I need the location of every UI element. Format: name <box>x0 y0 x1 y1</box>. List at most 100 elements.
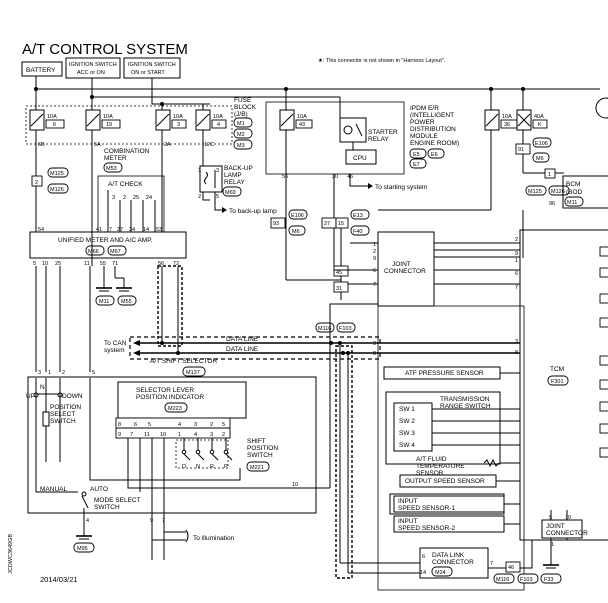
svg-text:3: 3 <box>177 122 180 128</box>
svg-text:5: 5 <box>222 422 225 428</box>
svg-text:9: 9 <box>515 251 518 257</box>
data-line-label-1: DATA LINE <box>226 336 259 343</box>
unified-meter-conn-2: M67 <box>110 249 121 255</box>
ign-on-label-1: IGNITION SWITCH <box>128 62 176 68</box>
svg-text:36: 36 <box>504 122 510 128</box>
svg-text:91: 91 <box>518 147 524 153</box>
svg-text:JOINT: JOINT <box>546 523 565 530</box>
svg-text:F33: F33 <box>544 577 553 583</box>
conn-f103: F103 <box>339 326 352 332</box>
svg-text:SPEED SENSOR-1: SPEED SENSOR-1 <box>398 505 455 512</box>
pin-cm-3: 3 <box>112 195 115 201</box>
combination-meter-2: METER <box>104 155 127 162</box>
backup-lamp-relay: 1 3 2 5 BACK-UP LAMP RELAY M69 <box>198 165 253 200</box>
pin-2a: 2A <box>164 142 171 148</box>
svg-text:3: 3 <box>210 432 213 438</box>
svg-text:3: 3 <box>515 339 518 345</box>
svg-text:F40: F40 <box>353 229 362 235</box>
shift-selector-box <box>27 376 317 514</box>
svg-text:8: 8 <box>118 422 121 428</box>
to-backup-lamp: To back-up lamp <box>229 208 277 215</box>
svg-text:MODE SELECT: MODE SELECT <box>94 497 141 504</box>
output-speed-sensor: OUTPUT SPEED SENSOR <box>399 474 520 488</box>
svg-text:93: 93 <box>273 221 279 227</box>
pin-um-5: 5 <box>33 261 36 267</box>
svg-text:MODULE: MODULE <box>410 133 438 140</box>
svg-text:40A: 40A <box>534 114 544 120</box>
svg-text:DATA LINK: DATA LINK <box>432 552 465 559</box>
document-date: 2014/03/21 <box>40 575 78 584</box>
indicator-label-1: SELECTOR LEVER <box>136 387 194 394</box>
svg-text:(INTELLIGENT: (INTELLIGENT <box>410 112 454 119</box>
partial-symbol <box>595 97 608 119</box>
svg-text:P: P <box>224 464 228 470</box>
ground-m95: 4 M95 <box>73 513 95 553</box>
svg-text:7: 7 <box>130 432 133 438</box>
svg-text:TRANSMISSION: TRANSMISSION <box>440 396 490 403</box>
svg-text:M2: M2 <box>237 132 245 138</box>
bcm-box <box>562 175 608 209</box>
pin-cm-24: 24 <box>146 195 152 201</box>
svg-text:E106: E106 <box>291 213 304 219</box>
svg-text:SW 2: SW 2 <box>399 418 415 425</box>
svg-text:UP: UP <box>26 393 35 400</box>
ipdm-label: IPDM E/R (INTELLIGENT POWER DISTRIBUTION… <box>409 105 459 169</box>
pin-96: 96 <box>549 201 555 207</box>
pin-cm-27: 27 <box>117 227 123 233</box>
svg-text:SW 4: SW 4 <box>399 442 415 449</box>
ipdm-outline <box>265 101 405 175</box>
pin-um-71: 71 <box>112 261 118 267</box>
svg-text:E7: E7 <box>413 162 420 168</box>
tcm-edge-pins <box>599 246 608 458</box>
combination-meter-conn: M53 <box>106 166 117 172</box>
pin-jc-9: 9 <box>373 256 376 262</box>
bcm-conn: M11 <box>567 200 577 206</box>
starter-relay: STARTER RELAY <box>339 117 398 143</box>
svg-text:M55: M55 <box>121 299 132 305</box>
connector-note: ★: This connector is not shown in "Harne… <box>318 57 446 64</box>
to-illumination: To illumination <box>193 535 235 542</box>
svg-text:9: 9 <box>118 432 121 438</box>
pin-cm-7: 7 <box>109 227 112 233</box>
tcm-label: TCM <box>550 366 564 373</box>
cpu-box: CPU <box>345 149 377 165</box>
bcm-label-2: (BOD <box>566 189 583 196</box>
svg-text:1: 1 <box>198 168 201 174</box>
to-starting-system: To starting system <box>375 184 427 191</box>
svg-text:E13: E13 <box>353 213 363 219</box>
conn-m125: M125 <box>50 171 64 177</box>
svg-text:10A: 10A <box>173 114 183 120</box>
svg-text:E6: E6 <box>431 152 438 158</box>
shield-dlc <box>335 345 353 579</box>
pin-jc-3: 3 <box>373 341 376 347</box>
pin-5a: 5A <box>94 142 101 148</box>
mode-select-switch: MANUAL AUTO MODE SELECT SWITCH <box>35 378 141 520</box>
svg-text:4: 4 <box>194 432 197 438</box>
transmission-outline <box>377 305 525 591</box>
svg-text:M95: M95 <box>77 546 88 552</box>
unified-meter-label: UNIFIED METER AND A/C AMP. <box>58 237 153 244</box>
svg-text:(J/B): (J/B) <box>234 111 248 118</box>
svg-text:TEMPERATURE: TEMPERATURE <box>416 463 465 470</box>
bcm-label-1: BCM <box>566 181 580 188</box>
shield-um <box>157 265 183 347</box>
svg-text:N: N <box>40 384 45 391</box>
fuse-block-label: FUSE BLOCK (J/B) M1 M2 M3 <box>233 97 257 150</box>
svg-text:M24: M24 <box>435 570 446 576</box>
svg-text:SWITCH: SWITCH <box>247 452 273 459</box>
ign-on-label-2: ON or START <box>131 70 165 76</box>
pin-um-72: 72 <box>173 261 179 267</box>
pin-jc-6: 6 <box>373 268 376 274</box>
tcm-conn: F301 <box>551 379 564 385</box>
fuse-block-outline <box>25 105 233 145</box>
svg-text:10A: 10A <box>297 114 307 120</box>
svg-text:M11: M11 <box>99 299 109 305</box>
svg-text:11: 11 <box>144 432 150 438</box>
conn-m116: M116 <box>318 326 331 332</box>
pin-ss-5: 5 <box>92 370 95 376</box>
power-bus <box>34 76 600 110</box>
indicator-label-2: POSITION INDICATOR <box>136 394 204 401</box>
svg-text:4: 4 <box>217 122 220 128</box>
svg-text:DOWN: DOWN <box>62 393 83 400</box>
conn-m126-r: M126 <box>551 189 565 195</box>
